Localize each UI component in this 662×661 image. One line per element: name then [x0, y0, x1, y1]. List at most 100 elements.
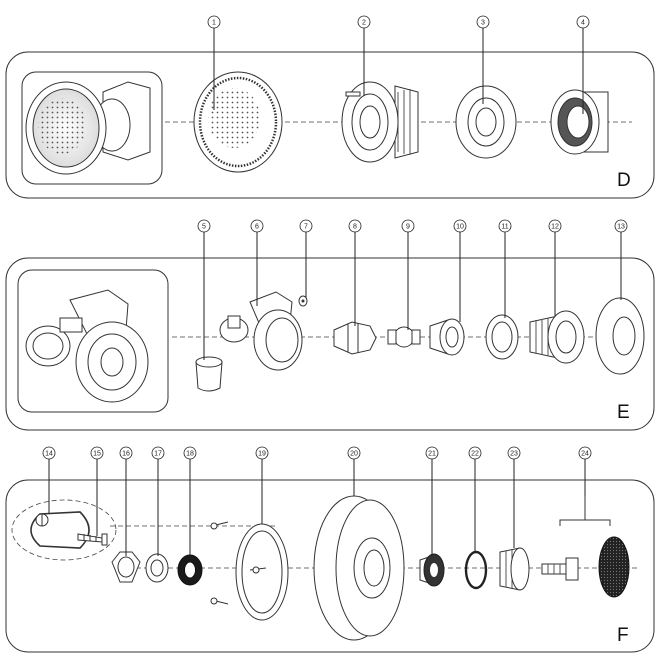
part-13-trim-ring	[595, 297, 645, 375]
callout-19: 19	[255, 446, 269, 524]
callout-number-4: 4	[581, 20, 585, 27]
callout-circle-5	[197, 219, 211, 233]
callout-circle-1	[207, 15, 221, 29]
callout-number-15: 15	[93, 451, 101, 458]
assembled-jet-d	[25, 81, 151, 175]
panel-e-frame	[5, 257, 655, 431]
callout-circle-14	[42, 446, 56, 460]
callout-9: 9	[401, 219, 415, 330]
callout-circle-4	[576, 15, 590, 29]
part-3-ring	[455, 85, 517, 159]
part-5-air-cap	[195, 356, 223, 392]
callout-circle-11	[498, 219, 512, 233]
part-24-bolt-and-grille	[541, 496, 630, 598]
part-2-threaded-body	[341, 81, 419, 163]
callout-10: 10	[453, 219, 467, 322]
part-23-collar	[499, 547, 530, 591]
callout-18: 18	[183, 446, 197, 556]
callout-circle-16	[119, 446, 133, 460]
callout-circle-24	[578, 446, 592, 460]
callout-16: 16	[119, 446, 133, 556]
part-14-clamp	[11, 499, 117, 561]
callout-number-23: 23	[510, 451, 518, 458]
callout-7: 7	[299, 219, 313, 298]
callout-2: 2	[357, 15, 371, 96]
callout-number-12: 12	[551, 224, 559, 231]
callout-circle-19	[255, 446, 269, 460]
callout-number-6: 6	[255, 224, 259, 231]
part-8-nozzle	[333, 321, 377, 355]
callout-circle-3	[476, 15, 490, 29]
callout-1: 1	[207, 15, 221, 110]
callout-circle-10	[453, 219, 467, 233]
callout-12: 12	[548, 219, 562, 316]
callout-circle-17	[151, 446, 165, 460]
callout-number-1: 1	[212, 20, 216, 27]
part-6-jet-body	[219, 291, 303, 371]
callout-circle-2	[357, 15, 371, 29]
callout-number-10: 10	[456, 224, 464, 231]
part-12-threaded-sleeve	[529, 310, 585, 364]
callout-22: 22	[468, 446, 482, 552]
callout-circle-13	[614, 219, 628, 233]
callout-number-5: 5	[202, 224, 206, 231]
callout-circle-12	[548, 219, 562, 233]
callout-number-20: 20	[350, 451, 358, 458]
callout-23: 23	[507, 446, 521, 548]
callout-circle-18	[183, 446, 197, 460]
callout-number-21: 21	[428, 451, 436, 458]
callout-14: 14	[42, 446, 56, 514]
callout-number-9: 9	[406, 224, 410, 231]
part-22-o-ring	[464, 550, 488, 590]
callout-11: 11	[498, 219, 512, 318]
callout-circle-9	[401, 219, 415, 233]
part-20-faceplate-ring	[313, 495, 405, 641]
callout-number-24: 24	[581, 451, 589, 458]
assembled-jet-e	[25, 289, 149, 403]
callout-number-3: 3	[481, 20, 485, 27]
callout-number-22: 22	[471, 451, 479, 458]
callout-number-14: 14	[45, 451, 53, 458]
callout-8: 8	[348, 219, 362, 326]
callout-number-8: 8	[353, 224, 357, 231]
callout-3: 3	[476, 15, 490, 104]
callout-5: 5	[197, 219, 211, 360]
part-21-inner-fitting	[419, 553, 445, 587]
callout-15: 15	[90, 446, 104, 536]
callout-circle-8	[348, 219, 362, 233]
callout-number-2: 2	[362, 20, 366, 27]
callout-20: 20	[347, 446, 361, 496]
part-15-screw	[77, 533, 108, 546]
part-11-gasket	[485, 314, 519, 360]
panel-d: D	[5, 51, 655, 199]
callout-13: 13	[614, 219, 628, 300]
part-9-eyeball	[387, 326, 421, 348]
part-16-hex-nut	[111, 551, 141, 583]
panel-f-frame	[5, 479, 655, 653]
callout-circle-23	[507, 446, 521, 460]
panel-d-label: D	[617, 170, 631, 191]
callout-number-13: 13	[617, 224, 625, 231]
panel-e: E	[5, 257, 655, 431]
callout-21: 21	[425, 446, 439, 556]
panel-e-label: E	[617, 402, 630, 423]
panel-f: F	[5, 479, 655, 653]
callout-number-11: 11	[501, 224, 508, 231]
callout-circle-22	[468, 446, 482, 460]
part-1-face-plate	[193, 71, 283, 173]
panel-e-assembled-inset	[17, 269, 169, 413]
part-18-rubber-gasket	[177, 554, 203, 586]
callout-circle-15	[90, 446, 104, 460]
callout-number-18: 18	[186, 451, 194, 458]
callout-circle-20	[347, 446, 361, 460]
callout-24: 24	[578, 446, 592, 496]
callout-number-7: 7	[304, 224, 308, 231]
callout-6: 6	[250, 219, 264, 306]
part-19-mounting-ring	[210, 521, 289, 621]
callout-17: 17	[151, 446, 165, 556]
callout-circle-7	[299, 219, 313, 233]
panel-d-assembled-inset	[21, 71, 163, 185]
callout-circle-6	[250, 219, 264, 233]
part-4-housing	[550, 89, 609, 155]
